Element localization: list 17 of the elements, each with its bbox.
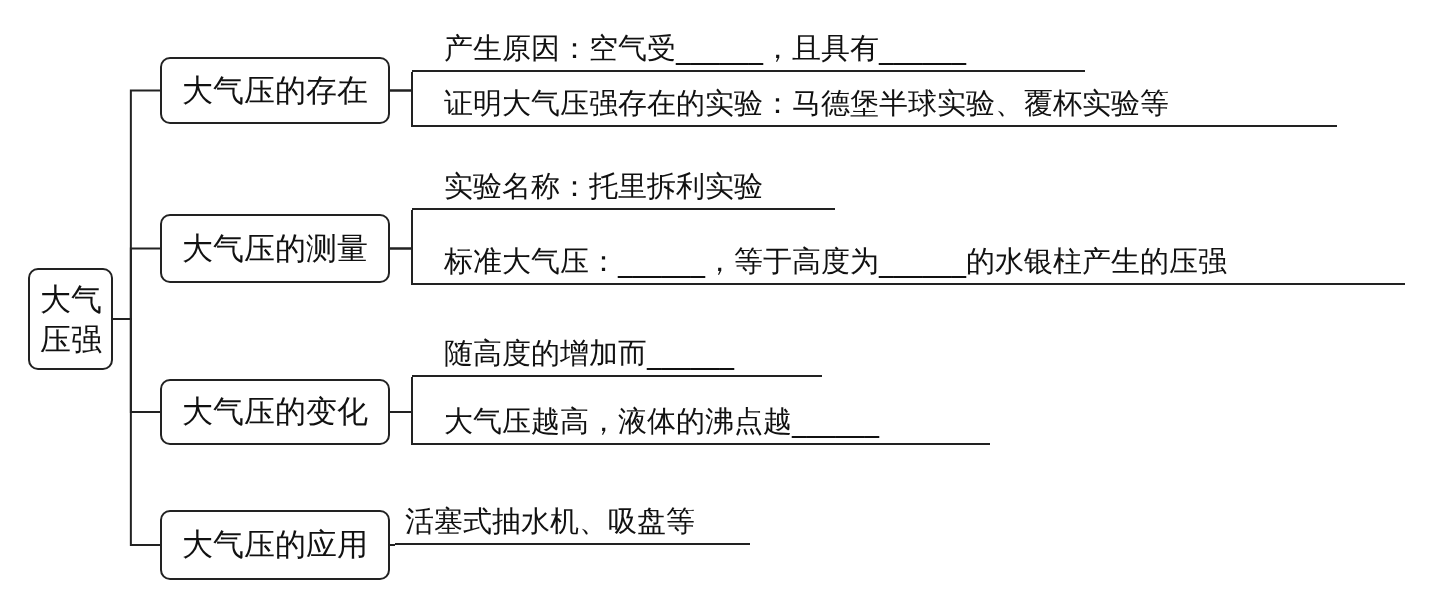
branch-box: 大气压的应用 [160,510,390,580]
underlined-text: 大气压越高，液体的沸点越______ [412,399,990,445]
connector-line [112,318,161,546]
underlined-text: 证明大气压强存在的实验：马德堡半球实验、覆杯实验等 [412,81,1337,127]
underlined-text: 实验名称：托里拆利实验 [412,164,835,210]
connector-line [389,247,413,286]
branch-box: 大气压的变化 [160,379,390,445]
branch-box: 大气压的测量 [160,214,390,283]
topic-box: 大气压强 [28,268,113,370]
underlined-text: 随高度的增加而______ [412,331,822,377]
underlined-text: 标准大气压：______，等于高度为______的水银柱产生的压强 [412,239,1405,285]
connector-line [389,544,396,546]
underlined-text: 活塞式抽水机、吸盘等 [395,499,750,545]
connector-line [389,411,413,446]
connector-line [389,89,413,128]
underlined-text: 产生原因：空气受______，且具有______ [412,26,1085,72]
branch-box: 大气压的存在 [160,57,390,124]
